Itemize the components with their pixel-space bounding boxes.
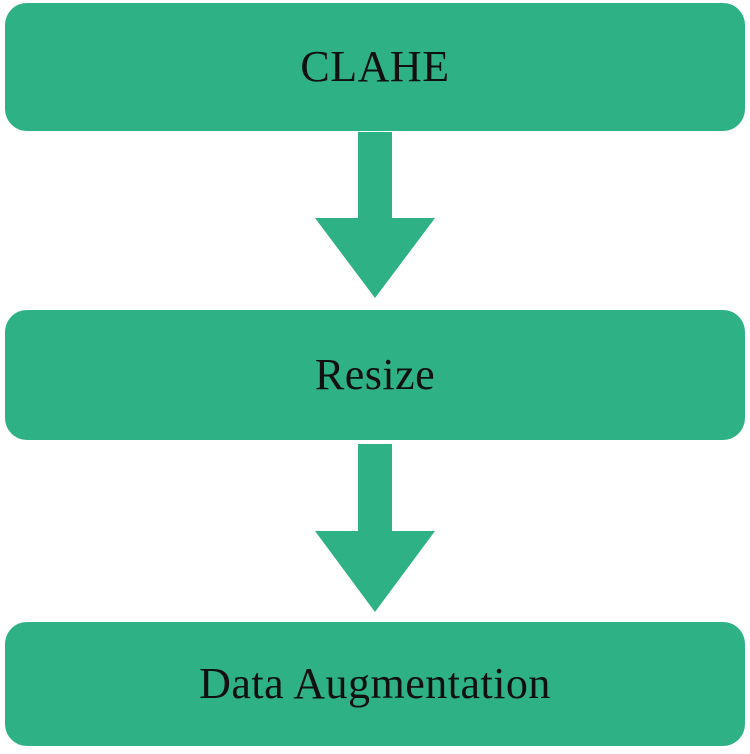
node-label-resize: Resize [314,350,436,399]
down-arrow-shape [315,444,435,612]
node-label-data-augmentation: Data Augmentation [199,659,551,708]
flowchart-node-resize: Resize [5,310,745,440]
flowchart-node-data-augmentation: Data Augmentation [5,622,745,746]
down-arrow-icon [315,132,435,298]
flowchart-node-clahe: CLAHE [5,3,745,131]
node-label-clahe: CLAHE [300,42,450,91]
down-arrow-shape [315,132,435,298]
down-arrow-icon [315,444,435,612]
